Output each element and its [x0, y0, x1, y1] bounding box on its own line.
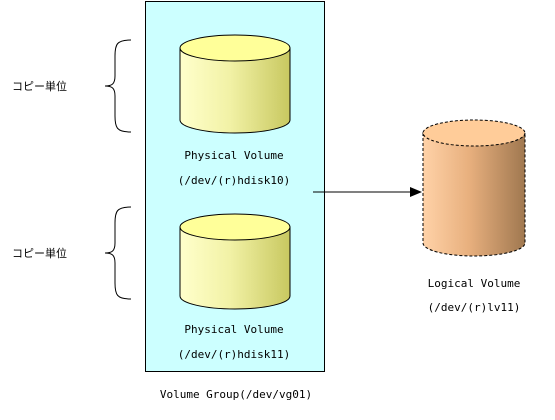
physical-volume-title-1: Physical Volume — [184, 149, 283, 162]
physical-volume-title-2: Physical Volume — [184, 323, 283, 336]
copy-unit-brace-bottom — [104, 206, 132, 300]
logical-volume-title: Logical Volume — [428, 277, 521, 290]
physical-volume-cylinder-1 — [179, 34, 291, 134]
copy-unit-label-bottom: コピー単位 — [12, 246, 67, 260]
mapping-arrow — [313, 187, 422, 197]
logical-volume-device: (/dev/(r)lv11) — [428, 301, 521, 314]
physical-volume-cylinder-2 — [179, 213, 291, 310]
physical-volume-device-2: (/dev/(r)hdisk11) — [178, 348, 291, 361]
physical-volume-device-1: (/dev/(r)hdisk10) — [178, 174, 291, 187]
copy-unit-label-top: コピー単位 — [12, 79, 67, 93]
logical-volume-cylinder — [422, 119, 526, 257]
volume-group-label: Volume Group(/dev/vg01) — [160, 388, 312, 401]
copy-unit-brace-top — [104, 39, 132, 133]
